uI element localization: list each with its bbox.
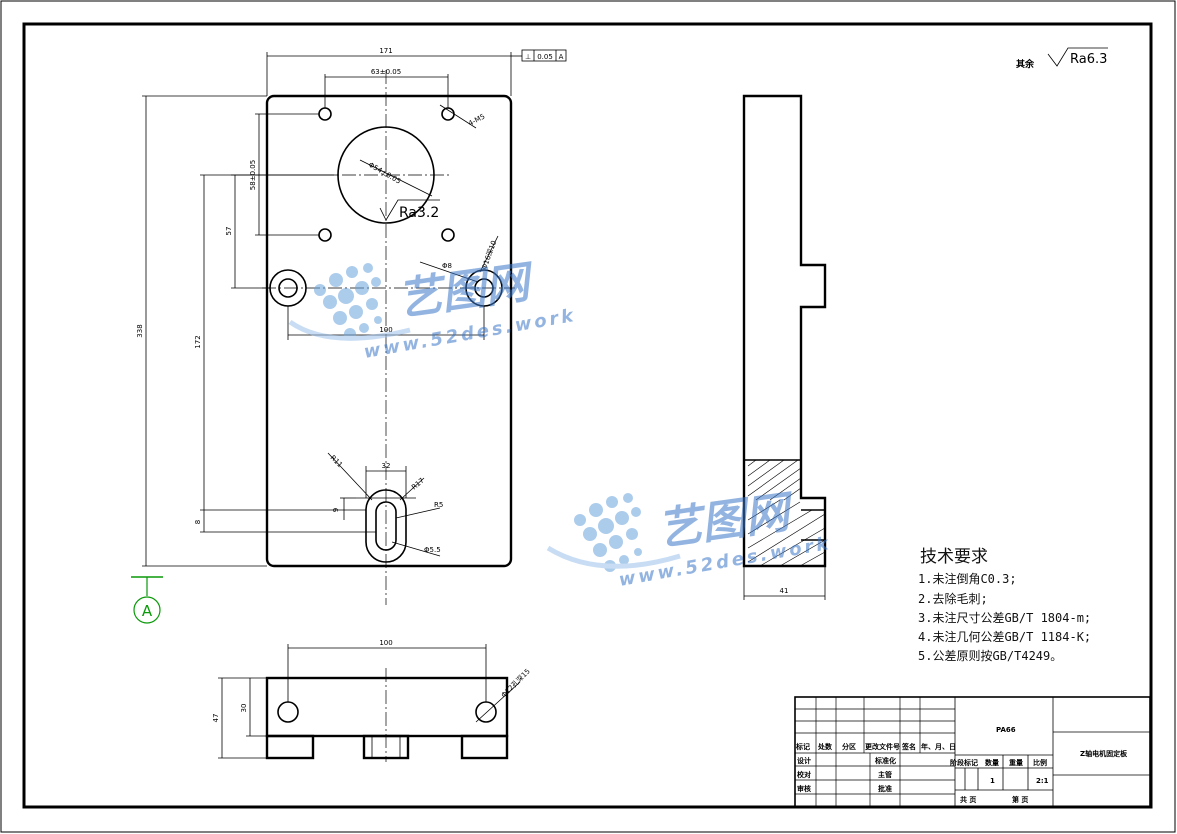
dim-boss-diameter: Φ8 bbox=[442, 262, 452, 270]
dim-bore-diameter: Φ54±0.05 bbox=[367, 161, 402, 186]
roughness-label: 其余 bbox=[1016, 58, 1035, 70]
watermark-lower: 艺图网 www.52des.work bbox=[546, 486, 833, 591]
tb-material: PA66 bbox=[996, 726, 1016, 734]
dim-bottom-hole: Φ12孔深15 bbox=[499, 667, 532, 700]
tb-col-change-doc: 更改文件号 bbox=[865, 742, 900, 751]
tech-requirements-title: 技术要求 bbox=[920, 547, 988, 567]
dim-bottom-inner: 30 bbox=[240, 704, 248, 713]
bottom-view: 100 47 30 Φ12孔深15 bbox=[212, 639, 532, 762]
tb-mass-label: 重量 bbox=[1009, 758, 1023, 767]
bottom-foot-right bbox=[460, 734, 509, 760]
dim-vert-57: 57 bbox=[225, 227, 233, 236]
tb-row-review: 审核 bbox=[797, 784, 811, 793]
tb-scale: 2:1 bbox=[1036, 777, 1049, 785]
tech-requirement-item: 2.去除毛刺; bbox=[918, 592, 988, 606]
watermark-globe-icon-lower bbox=[574, 493, 642, 572]
tb-part-name: Z轴电机固定板 bbox=[1080, 749, 1128, 758]
tb-standardize: 标准化 bbox=[874, 756, 896, 765]
thread-hole-bottom-right bbox=[441, 228, 455, 242]
tech-requirement-item: 4.未注几何公差GB/T 1184-K; bbox=[918, 630, 1092, 644]
datum-marker: A bbox=[131, 576, 163, 624]
dim-vert-9: 9 bbox=[332, 508, 340, 512]
dim-side-width: 41 bbox=[780, 587, 789, 595]
title-block: 标记 处数 分区 更改文件号 签名 年、月、日 设计 校对 审核 标准化 主管 … bbox=[794, 696, 1151, 808]
thread-hole-bottom-left bbox=[318, 228, 332, 242]
tb-sheet-no: 第 页 bbox=[1012, 795, 1028, 804]
tech-requirement-item: 5.公差原则按GB/T4249。 bbox=[918, 649, 1063, 663]
dim-bottom-height: 47 bbox=[212, 714, 220, 723]
tol-value: 0.05 bbox=[537, 53, 553, 61]
dim-slot-width: 32 bbox=[382, 462, 391, 470]
tech-requirement-item: 3.未注尺寸公差GB/T 1804-m; bbox=[918, 611, 1092, 625]
dim-vert-172: 172 bbox=[194, 335, 202, 348]
dim-thread-callout: 4-M5 bbox=[467, 112, 486, 127]
thread-hole-top-left bbox=[318, 107, 332, 121]
tb-weight-label: 数量 bbox=[985, 758, 999, 767]
tb-stage-label: 阶段标记 bbox=[950, 758, 978, 767]
dim-slot-r11: R11 bbox=[329, 454, 344, 469]
bottom-foot-left bbox=[265, 734, 315, 760]
watermark-upper: 艺图网 www.52des.work bbox=[288, 256, 578, 363]
front-view: 171 63±0.05 4-M5 Φ54±0.05 Ra3.2 58±0.05 … bbox=[136, 47, 515, 605]
bottom-view-body bbox=[265, 676, 509, 738]
tb-col-sign: 签名 bbox=[901, 742, 916, 751]
bore-roughness-symbol bbox=[379, 199, 440, 221]
cbore-right-inner bbox=[474, 278, 494, 298]
bottom-hole-left bbox=[277, 701, 299, 723]
dim-vert-8: 8 bbox=[194, 520, 202, 524]
sheet-inner-frame bbox=[22, 22, 1153, 809]
dim-slot-r5: R5 bbox=[434, 501, 443, 509]
datum-marker-label: A bbox=[142, 602, 153, 620]
tb-col-zone: 分区 bbox=[842, 742, 856, 751]
side-view: 41 bbox=[742, 94, 827, 600]
dim-hole-spacing-mid: 100 bbox=[379, 326, 392, 334]
dim-bottom-width: 100 bbox=[379, 639, 392, 647]
geometric-tolerance-frame: ⊥ 0.05 A bbox=[511, 49, 567, 62]
section-hatching bbox=[747, 459, 826, 567]
tb-col-date: 年、月、日 bbox=[921, 742, 956, 751]
tol-symbol: ⊥ bbox=[525, 53, 531, 61]
bore-roughness-value: Ra3.2 bbox=[399, 205, 439, 221]
front-plate-outline bbox=[265, 94, 513, 568]
tb-row-design: 设计 bbox=[797, 756, 811, 765]
roughness-value: Ra6.3 bbox=[1070, 52, 1107, 67]
roughness-symbol bbox=[1047, 47, 1108, 67]
general-roughness: 其余 Ra6.3 bbox=[1016, 47, 1108, 70]
tol-datum: A bbox=[559, 53, 564, 61]
cbore-left-inner bbox=[278, 278, 298, 298]
slot-outer bbox=[365, 489, 407, 563]
dim-overall-width: 171 bbox=[379, 47, 392, 55]
tb-sheets-total: 共 页 bbox=[960, 795, 976, 804]
tb-scale-label: 比例 bbox=[1033, 758, 1047, 767]
tb-quantity: 1 bbox=[990, 777, 995, 785]
tech-requirement-item: 1.未注倒角C0.3; bbox=[918, 572, 1017, 586]
tb-col-count: 处数 bbox=[817, 742, 833, 751]
tb-approve: 批准 bbox=[878, 784, 892, 793]
dim-hole-spacing-top: 63±0.05 bbox=[371, 68, 401, 76]
dim-total-height: 338 bbox=[136, 324, 144, 337]
slot-inner bbox=[375, 501, 397, 551]
dim-slot-diameter: Φ5.5 bbox=[424, 546, 441, 554]
tb-chief: 主管 bbox=[878, 770, 892, 779]
watermark-globe-icon bbox=[314, 263, 382, 340]
tb-row-check: 校对 bbox=[797, 770, 811, 779]
tb-col-mark: 标记 bbox=[795, 742, 810, 751]
